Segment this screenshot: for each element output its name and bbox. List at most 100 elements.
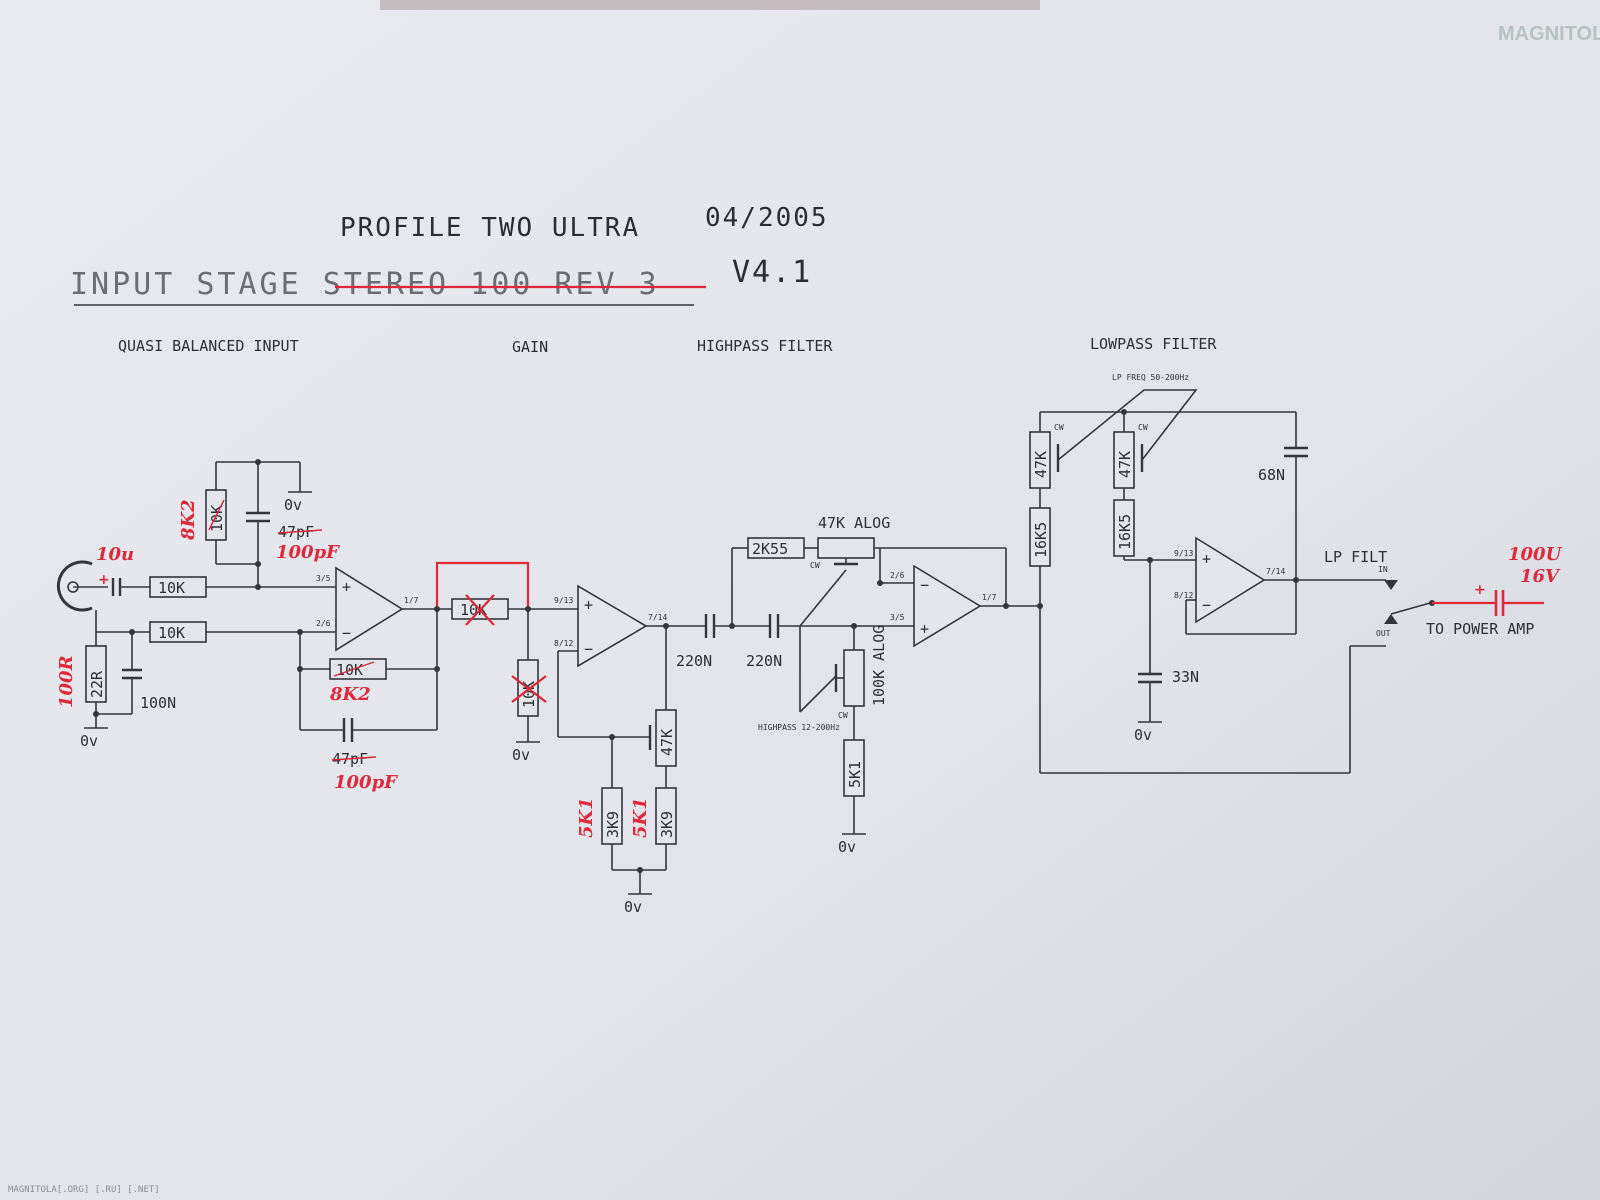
junction-dots (93, 409, 1299, 873)
switch-in-label: IN (1378, 565, 1388, 574)
gain-resistor-cross-b (465, 594, 495, 626)
pin-u4-out: 7/14 (1266, 567, 1285, 576)
switch-out-contact (1384, 614, 1398, 624)
top-resistor-strike (208, 499, 225, 531)
pin-u2-in: 9/13 (554, 596, 573, 605)
opamp-u1-plus: + (342, 578, 351, 596)
pot-100k-alog-label: 100K ALOG (870, 625, 888, 706)
opamp-u4-minus: − (1202, 596, 1211, 614)
schematic-date: 04/2005 (705, 203, 829, 233)
ground-label-2: 0v (284, 496, 302, 514)
schematic-version: V4.1 (732, 255, 812, 290)
fb-cap-strike (331, 756, 377, 761)
input-resistor-1-label: 10K (158, 579, 185, 597)
ground-label-5: 0v (838, 838, 856, 856)
pin-u3-in: 3/5 (890, 613, 905, 622)
lp-freq-label: LP FREQ 50-200Hz (1112, 373, 1189, 382)
ground-label-4: 0v (624, 898, 642, 916)
opamp-u4 (1195, 536, 1266, 624)
section-input: QUASI BALANCED INPUT (118, 337, 299, 355)
output-cap-value: 100U (1508, 544, 1563, 565)
pot-47k-lp2-label: 47K (1116, 451, 1134, 478)
hp-cap-b-label: 220N (746, 652, 782, 670)
resistor-3k9-b-label: 3K9 (658, 811, 676, 838)
switch-out-label: OUT (1376, 629, 1391, 638)
resistor-16k5-b-label: 16K5 (1116, 514, 1134, 550)
pin-u2-out: 7/14 (648, 613, 667, 622)
resistor-5k1-label: 5K1 (846, 761, 864, 788)
ground-label-3: 0v (512, 746, 530, 764)
dual-pot-lp-link (1057, 389, 1198, 461)
pin-u4-inv: 8/12 (1174, 591, 1193, 600)
ground-label-1: 0v (80, 732, 98, 750)
pin-u1-in: 3/5 (316, 574, 331, 583)
opamp-u1 (335, 566, 404, 652)
resistor-22r-label: 22R (88, 670, 106, 698)
section-lowpass: LOWPASS FILTER (1090, 335, 1217, 353)
switch-in-contact (1384, 580, 1398, 590)
pin-u3-out: 1/7 (982, 593, 997, 602)
pot47k-cw-label: CW (810, 561, 820, 570)
input-jack (56, 560, 108, 612)
pin-u3-inv: 2/6 (890, 571, 905, 580)
opamp-u3 (913, 564, 982, 648)
opamp-u2 (577, 584, 648, 668)
c33n-label: 33N (1172, 668, 1199, 686)
schematic-subtitle: INPUT STAGE STEREO 100 REV 3 (70, 267, 660, 302)
gain-resistor-label: 10K (460, 601, 487, 619)
top-edge-photo-strip (380, 0, 1040, 10)
footer-watermark: MAGNITOLA[.ORG] [.RU] [.NET] (8, 1185, 160, 1195)
top-resistor-correction: 8K2 (178, 499, 199, 541)
resistor-2k55-label: 2K55 (752, 540, 788, 558)
pin-u2-inv: 8/12 (554, 639, 573, 648)
resistor-5k1-b-correction: 5K1 (630, 797, 651, 838)
pot-47k-alog-label: 47K ALOG (818, 514, 890, 532)
top-cap-strike (277, 529, 323, 534)
fb-resistor-strike (333, 661, 375, 677)
dual-pot-link-bottom (799, 675, 837, 713)
input-resistor-2-label: 10K (158, 624, 185, 642)
top-resistor-label: 10K (208, 505, 226, 532)
cap-100n-label: 100N (140, 694, 176, 712)
c68n-label: 68N (1258, 466, 1285, 484)
gain-pot-47k-label: 47K (658, 729, 676, 756)
resistor-100r-correction: 100R (56, 655, 77, 708)
input-capacitor (111, 578, 150, 596)
shunt-resistor-cross-b (511, 675, 547, 703)
dual-pot-link-top (799, 569, 847, 627)
pot47k-lp1-cw-label: CW (1054, 423, 1064, 432)
ground-label-6: 0v (1134, 726, 1152, 744)
output-cap-voltage: 16V (1520, 566, 1561, 587)
switch-blade (1390, 602, 1431, 615)
hp-cap-a-label: 220N (676, 652, 712, 670)
to-power-amp-label: TO POWER AMP (1426, 620, 1534, 638)
magnitola-logo: MAGNITOLA (1498, 23, 1600, 45)
pot-47k-alog (817, 537, 875, 559)
opamp-u1-minus: − (342, 624, 351, 642)
resistor-5k1-a-correction: 5K1 (576, 797, 597, 838)
opamp-u2-minus: − (584, 640, 593, 658)
section-gain: GAIN (512, 338, 548, 356)
pin-u4-in: 9/13 (1174, 549, 1193, 558)
gain-bypass-bridge (435, 561, 530, 609)
hp-freq-label: HIGHPASS 12-200Hz (758, 723, 840, 732)
pin-u1-inv: 2/6 (316, 619, 331, 628)
schematic-title: PROFILE TWO ULTRA (340, 213, 640, 243)
top-cap-correction: 100pF (276, 542, 340, 563)
input-cap-plus-sign: + (98, 572, 110, 588)
lp-filt-label: LP FILT (1324, 548, 1387, 566)
pot-100k-alog (843, 649, 865, 707)
input-cap-correction: 10u (96, 544, 134, 565)
section-highpass: HIGHPASS FILTER (697, 337, 833, 355)
pot-47k-lp1-label: 47K (1032, 451, 1050, 478)
pin-u1-out: 1/7 (404, 596, 419, 605)
shunt-resistor-label: 10K (520, 681, 538, 708)
pot47k-lp2-cw-label: CW (1138, 423, 1148, 432)
pot100k-cw-label: CW (838, 711, 848, 720)
fb-resistor-correction: 8K2 (329, 684, 371, 705)
resistor-3k9-a-label: 3K9 (604, 811, 622, 838)
fb-cap-correction: 100pF (334, 772, 398, 793)
opamp-u2-plus: + (584, 596, 593, 614)
